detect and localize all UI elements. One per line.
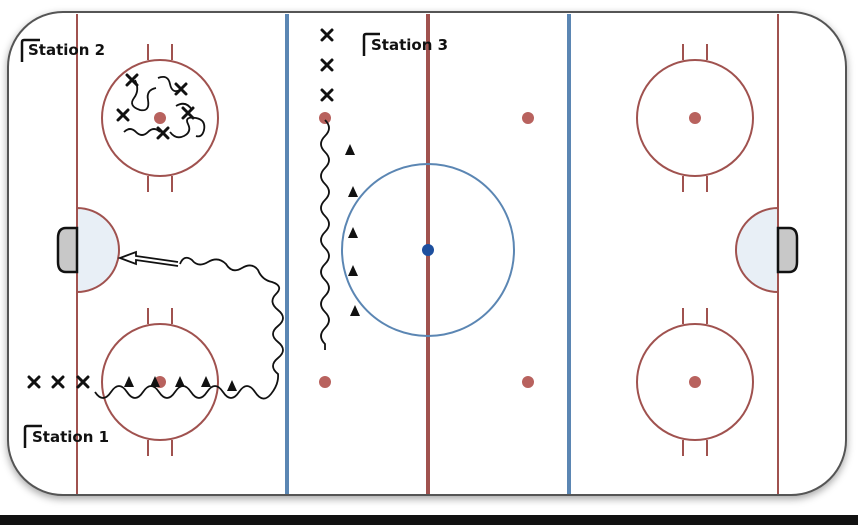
- goal-net-right: [776, 226, 799, 274]
- goal-crease-right: [735, 206, 779, 294]
- neutral-dot-top-right: [522, 112, 534, 124]
- station-1-label-group: Station 1: [23, 424, 109, 448]
- station-2-players: [116, 73, 195, 140]
- faceoff-circle-right-bottom: [636, 308, 754, 456]
- station-3-skate-path: [320, 119, 330, 350]
- station-3-cones: [345, 144, 360, 316]
- faceoff-circle-right-top: [636, 44, 754, 192]
- station-2-label-group: Station 2: [20, 38, 105, 62]
- neutral-dot-bottom-right: [522, 376, 534, 388]
- goal-crease-left: [76, 206, 120, 294]
- station-1-skate-path: [94, 256, 284, 400]
- station-1-pass-arrow: [117, 250, 179, 267]
- center-faceoff-dot: [422, 244, 434, 256]
- center-circle: [341, 163, 515, 337]
- station-3-label-group: Station 3: [362, 32, 448, 56]
- neutral-dot-top-left: [319, 112, 331, 124]
- faceoff-circle-left-top: [101, 44, 219, 192]
- station-2-label: Station 2: [28, 41, 105, 59]
- goal-net-left: [56, 226, 79, 274]
- neutral-dot-bottom-left: [319, 376, 331, 388]
- faceoff-circle-left-bottom: [101, 308, 219, 456]
- station-1-label: Station 1: [32, 428, 109, 446]
- station-3-label: Station 3: [371, 36, 448, 54]
- station-1-players: [27, 375, 90, 389]
- station-3-players: [320, 28, 334, 102]
- station-1-cones: [124, 376, 237, 391]
- bottom-bar: [0, 515, 858, 525]
